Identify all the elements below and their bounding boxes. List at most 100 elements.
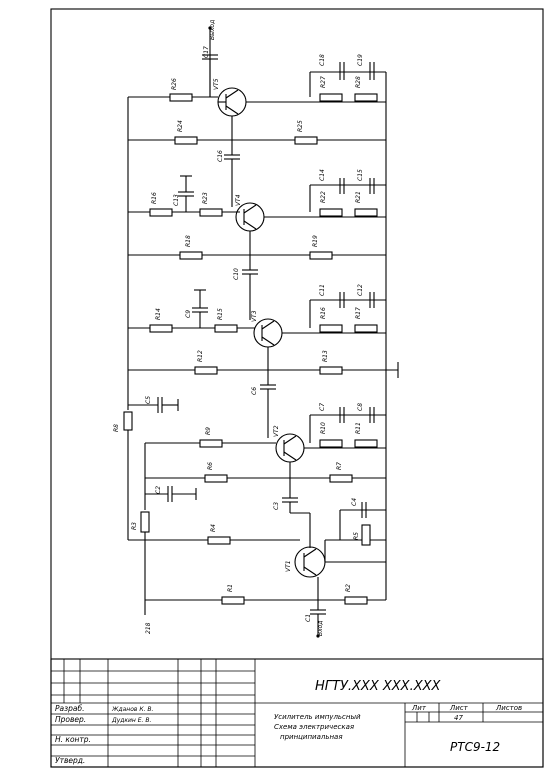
label-R21: R21 [355,191,362,203]
resistor-R2 [344,596,368,605]
transistor-VT1 [294,546,326,578]
title-block: НГТУ.XXX XXX.XXX Усилитель импульсный Сх… [50,658,544,768]
label-ground-terminal: 218 [145,622,152,634]
label-VT5: VT5 [213,78,220,90]
header-list: Лист [449,704,469,712]
resistor-R6 [204,474,228,483]
role-norm-control: Н. контр. [55,735,91,744]
resistor-R12 [194,366,218,375]
label-R8: R8 [113,424,120,432]
label-R28: R28 [355,76,362,88]
label-R18: R18 [185,235,192,247]
sheet-number: 47 [454,714,463,722]
resistor-R16-stage4 [149,208,173,217]
resistor-R5 [361,524,371,546]
title-line-1: Усилитель импульсный [274,713,361,721]
label-R3: R3 [131,522,138,530]
label-R13: R13 [322,350,329,362]
label-VT1: VT1 [285,560,292,572]
label-R22: R22 [320,191,327,203]
label-C4: C4 [351,498,358,506]
resistor-R17 [354,324,378,333]
label-R4: R4 [210,524,217,532]
label-C6: C6 [251,387,258,395]
label-VT4: VT4 [235,194,242,206]
title-line-3: принципиальная [280,733,343,741]
resistor-R8 [123,411,133,431]
stage-2: R9 VT2 R10 R11 C7 C8 R6 R7 C2 C3 [144,403,386,548]
resistor-R24 [174,136,198,145]
resistor-R28 [354,93,378,102]
label-R23: R23 [202,192,209,204]
label-R26: R26 [171,78,178,90]
resistor-R1 [221,596,245,605]
stage-1: R3 R4 VT1 R5 C4 R1 R2 C1 Вход 218 [131,498,386,638]
label-VT2: VT2 [273,425,280,437]
resistor-R13 [319,366,343,375]
label-R14: R14 [155,308,162,320]
label-C9: C9 [185,310,192,318]
label-R12: R12 [197,350,204,362]
label-R16: R16 [151,192,158,204]
header-lit: Лит [411,704,427,712]
resistor-R9 [199,439,223,448]
resistor-R7 [329,474,353,483]
label-C5: C5 [145,396,152,404]
label-R15: R15 [217,308,224,320]
label-C18: C18 [319,54,326,66]
label-R2: R2 [345,584,352,592]
stage-3: R14 R15 C9 VT3 R16 R17 C11 C12 R12 R13 [128,284,399,438]
label-C3: C3 [273,502,280,510]
resistor-R21 [354,208,378,217]
label-C11: C11 [319,284,326,296]
label-R5: R5 [353,532,360,540]
label-R16b: R16 [320,307,327,319]
label-C16: C16 [217,150,224,162]
resistor-R16-stage3 [319,324,343,333]
label-R7: R7 [336,462,343,470]
bias-R8-C5: R8 C5 [113,396,179,432]
label-C12: C12 [357,284,364,296]
title-line-2: Схема электрическая [274,723,354,731]
doc-code: НГТУ.XXX XXX.XXX [315,679,442,694]
label-R9: R9 [205,427,212,435]
label-VT3: VT3 [251,310,258,322]
rails [127,72,387,600]
transistor-VT3 [253,318,283,348]
label-R11: R11 [355,422,362,434]
label-R19: R19 [312,235,319,247]
resistor-R27 [319,93,343,102]
resistor-R14 [149,324,173,333]
label-R25: R25 [297,120,304,132]
label-C17: C17 [203,46,210,58]
label-in-terminal: Вход [317,621,324,637]
role-approver: Утверд. [55,756,85,765]
resistor-R25 [294,136,318,145]
name-developer: Жданов К. В. [111,706,154,713]
label-R17: R17 [355,307,362,319]
resistor-R3 [140,511,150,533]
label-R27: R27 [320,76,327,88]
label-C15: C15 [357,169,364,181]
role-checker: Провер. [55,715,86,724]
resistor-R15 [214,324,238,333]
label-C8: C8 [357,403,364,411]
label-C10: C10 [233,268,240,280]
label-C13: C13 [173,194,180,206]
resistor-R26 [169,93,193,102]
label-C19: C19 [357,54,364,66]
label-C2: C2 [155,486,162,494]
resistor-R18 [179,251,203,260]
name-checker: Дудкин Е. В. [111,717,151,724]
resistor-R22 [319,208,343,217]
label-R6: R6 [207,462,214,470]
label-R24: R24 [177,120,184,132]
resistor-R4 [207,536,231,545]
label-C1: C1 [305,614,312,622]
resistor-R23 [199,208,223,217]
header-listov: Листов [495,704,522,712]
label-C7: C7 [319,403,326,411]
role-developer: Разраб. [55,704,84,713]
